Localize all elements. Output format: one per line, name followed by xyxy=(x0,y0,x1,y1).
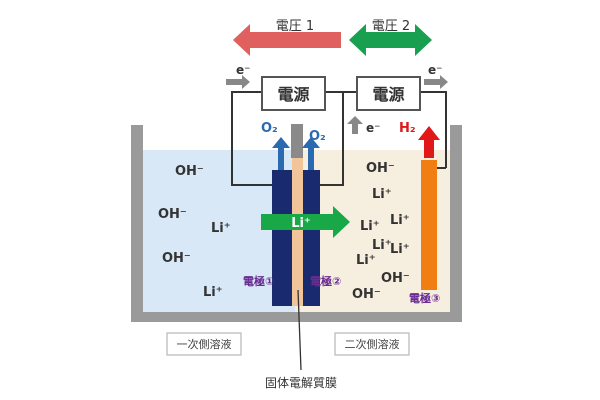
wire-left xyxy=(231,91,280,186)
solid-electrolyte-membrane xyxy=(292,158,303,306)
membrane-pointer xyxy=(297,289,302,371)
power-supply-right xyxy=(356,76,421,111)
electrode-2-label: 電極② xyxy=(310,274,341,288)
o2-left-label: O₂ xyxy=(261,121,278,136)
electrode-1 xyxy=(272,170,292,306)
secondary-ion: OH⁻ xyxy=(366,161,395,176)
electron-right-arrow xyxy=(424,75,448,89)
primary-solution-label: 一次側溶液 xyxy=(177,337,232,351)
electron-right-label: e⁻ xyxy=(428,63,442,77)
electrode-3-label: 電極③ xyxy=(409,291,440,305)
electron-left-arrow xyxy=(226,75,250,89)
power-supply-left xyxy=(261,76,326,111)
secondary-solution-label: 二次側溶液 xyxy=(345,337,400,351)
o2-left-arrow xyxy=(272,137,290,170)
container-wall-left xyxy=(131,125,143,322)
electrode-2 xyxy=(303,170,320,306)
power-supply-left-label: 電源 xyxy=(277,85,309,104)
secondary-ion: Li⁺ xyxy=(390,242,410,257)
o2-right-label: O₂ xyxy=(309,129,326,144)
secondary-ion: Li⁺ xyxy=(390,213,410,228)
voltage2-arrow xyxy=(349,24,432,56)
electron-middle-arrow xyxy=(347,116,363,134)
primary-ion: OH⁻ xyxy=(158,207,187,222)
power-supply-right-label: 電源 xyxy=(372,85,404,104)
electrode-1-label: 電極① xyxy=(243,274,274,288)
primary-ion: Li⁺ xyxy=(211,221,231,236)
electron-left-label: e⁻ xyxy=(236,63,250,77)
h2-arrow xyxy=(418,126,440,158)
primary-ion: OH⁻ xyxy=(175,164,204,179)
secondary-ion: OH⁻ xyxy=(381,271,410,286)
voltage1-arrow xyxy=(233,24,341,56)
o2-right-arrow xyxy=(302,137,320,170)
membrane-top-rod xyxy=(291,124,303,158)
primary-solution-region xyxy=(143,150,295,312)
secondary-ion: Li⁺ xyxy=(356,253,376,268)
li-transport-arrow xyxy=(261,206,350,238)
voltage1-label: 電圧 1 xyxy=(276,19,314,34)
primary-solution-box xyxy=(166,332,242,356)
secondary-ion: OH⁻ xyxy=(352,287,381,302)
secondary-ion: Li⁺ xyxy=(372,238,392,253)
li-transport-label: Li⁺ xyxy=(291,216,311,231)
container-wall-right xyxy=(450,125,462,322)
voltage2-label: 電圧 2 xyxy=(372,19,410,34)
wire-middle xyxy=(312,92,344,186)
h2-label: H₂ xyxy=(399,121,416,136)
primary-ion: OH⁻ xyxy=(162,251,191,266)
container-wall-bottom xyxy=(131,312,462,322)
wire-right-top xyxy=(420,91,447,150)
secondary-ion: Li⁺ xyxy=(372,187,392,202)
electron-middle-label: e⁻ xyxy=(366,121,380,135)
secondary-ion: Li⁺ xyxy=(360,219,380,234)
electrode-3 xyxy=(421,160,437,290)
membrane-label: 固体電解質膜 xyxy=(265,375,337,390)
primary-ion: Li⁺ xyxy=(203,285,223,300)
secondary-solution-box xyxy=(334,332,410,356)
